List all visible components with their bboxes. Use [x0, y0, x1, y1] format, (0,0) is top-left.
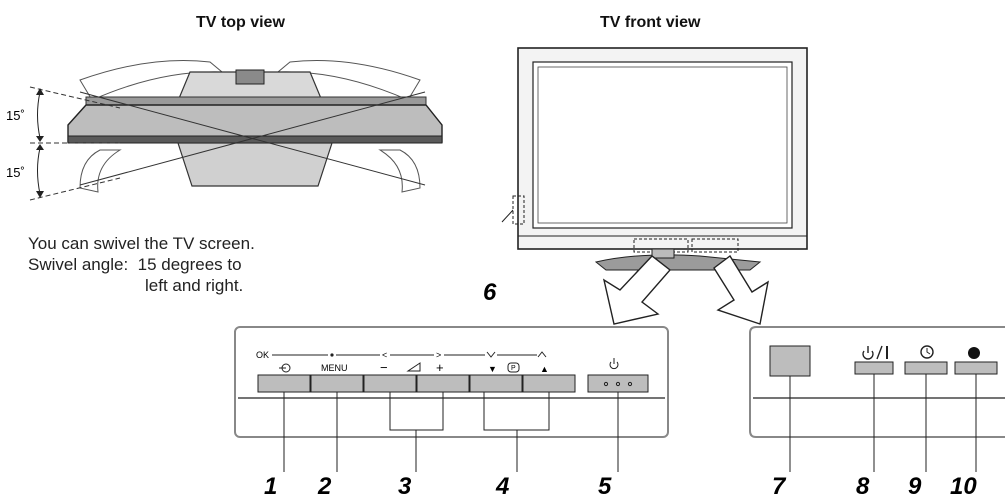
- volume-up-button[interactable]: [416, 374, 470, 393]
- channel-down-label: ▼: [488, 364, 497, 374]
- arrow-down-icon: [36, 191, 44, 198]
- menu-button[interactable]: [310, 374, 364, 393]
- front-view-title: TV front view: [600, 14, 701, 31]
- callout-5: 5: [598, 473, 612, 500]
- swivel-ghost-left-lower: [79, 149, 122, 193]
- stand-neck: [235, 69, 265, 85]
- record-icon: [968, 347, 980, 359]
- channel-p-icon: [507, 362, 520, 373]
- chevron-down-icon: [486, 351, 496, 358]
- input-icon: [279, 363, 291, 373]
- callout-10: 10: [950, 473, 977, 500]
- channel-p-label: P: [511, 365, 516, 372]
- channel-up-label: ▲: [540, 364, 549, 374]
- top-view-title: TV top view: [196, 14, 285, 31]
- volume-minus-label: −: [380, 360, 388, 375]
- chevron-up-icon: [537, 351, 547, 358]
- timer-icon: [920, 345, 934, 359]
- tv-screen-inner: [537, 66, 788, 224]
- arrow-up-icon: [36, 88, 44, 95]
- left-chevron-icon: <: [382, 350, 387, 360]
- callout-leader-6: [501, 209, 514, 223]
- arrow-to-panel-left-icon: [602, 255, 672, 325]
- volume-down-button[interactable]: [363, 374, 417, 393]
- power-button-dot: [627, 381, 633, 387]
- swivel-caption-line-2: Swivel angle: 15 degrees to: [28, 255, 242, 274]
- arrow-to-panel-right-icon: [713, 254, 769, 325]
- remote-sensor: [769, 345, 811, 377]
- tv-front-view: [501, 47, 808, 325]
- callout-3: 3: [398, 473, 412, 500]
- arrow-down-icon: [36, 136, 44, 142]
- callout-9: 9: [908, 473, 922, 500]
- callout-4: 4: [495, 473, 509, 500]
- swivel-line-b: [79, 91, 426, 186]
- angle-label-lower: 15˚: [6, 165, 25, 180]
- power-button-dot: [615, 381, 621, 387]
- menu-label: MENU: [321, 363, 348, 373]
- standby-power-icon: [862, 345, 888, 360]
- power-indicator-led: [854, 361, 894, 375]
- tv-top-view: 15˚ 15˚: [6, 60, 443, 201]
- indicator-dot: [330, 353, 334, 357]
- callout-2: 2: [317, 473, 332, 500]
- front-controls-box-right: [691, 238, 739, 253]
- channel-up-button[interactable]: [522, 374, 576, 393]
- tv-back-strip: [85, 96, 427, 106]
- indicator-panel: [749, 326, 1005, 472]
- callout-8: 8: [856, 473, 870, 500]
- swivel-ghost-right-lower: [378, 149, 421, 193]
- ok-label: OK: [256, 350, 269, 360]
- side-controls-box: [512, 195, 525, 225]
- tv-screen: [532, 61, 793, 229]
- swivel-caption-line-1: You can swivel the TV screen.: [28, 234, 255, 253]
- callout-6: 6: [483, 279, 497, 306]
- front-controls-box-left: [633, 238, 689, 253]
- channel-down-button[interactable]: [469, 374, 523, 393]
- swivel-caption-line-3: left and right.: [145, 276, 244, 295]
- volume-plus-label: +: [436, 360, 444, 375]
- arrow-up-icon: [36, 144, 44, 150]
- angle-label-upper: 15˚: [6, 108, 25, 123]
- timer-indicator-led: [904, 361, 948, 375]
- callout-1: 1: [264, 473, 277, 500]
- angle-line-lower: [29, 177, 121, 201]
- volume-icon: [406, 362, 421, 372]
- power-button-dot: [603, 381, 609, 387]
- input-button[interactable]: [257, 374, 311, 393]
- stand-foot: [177, 142, 333, 187]
- angle-arc-upper: [37, 91, 41, 139]
- angle-arc-lower: [37, 147, 41, 195]
- record-indicator-led: [954, 361, 998, 375]
- front-control-panel: OK < > MENU − + ▼ P ▲: [234, 326, 669, 472]
- callout-7: 7: [772, 473, 787, 500]
- front-stand-neck: [651, 248, 675, 259]
- right-chevron-icon: >: [436, 350, 441, 360]
- power-button[interactable]: [587, 374, 649, 393]
- indicator-panel-frame: [749, 326, 1005, 438]
- power-icon: [609, 358, 619, 370]
